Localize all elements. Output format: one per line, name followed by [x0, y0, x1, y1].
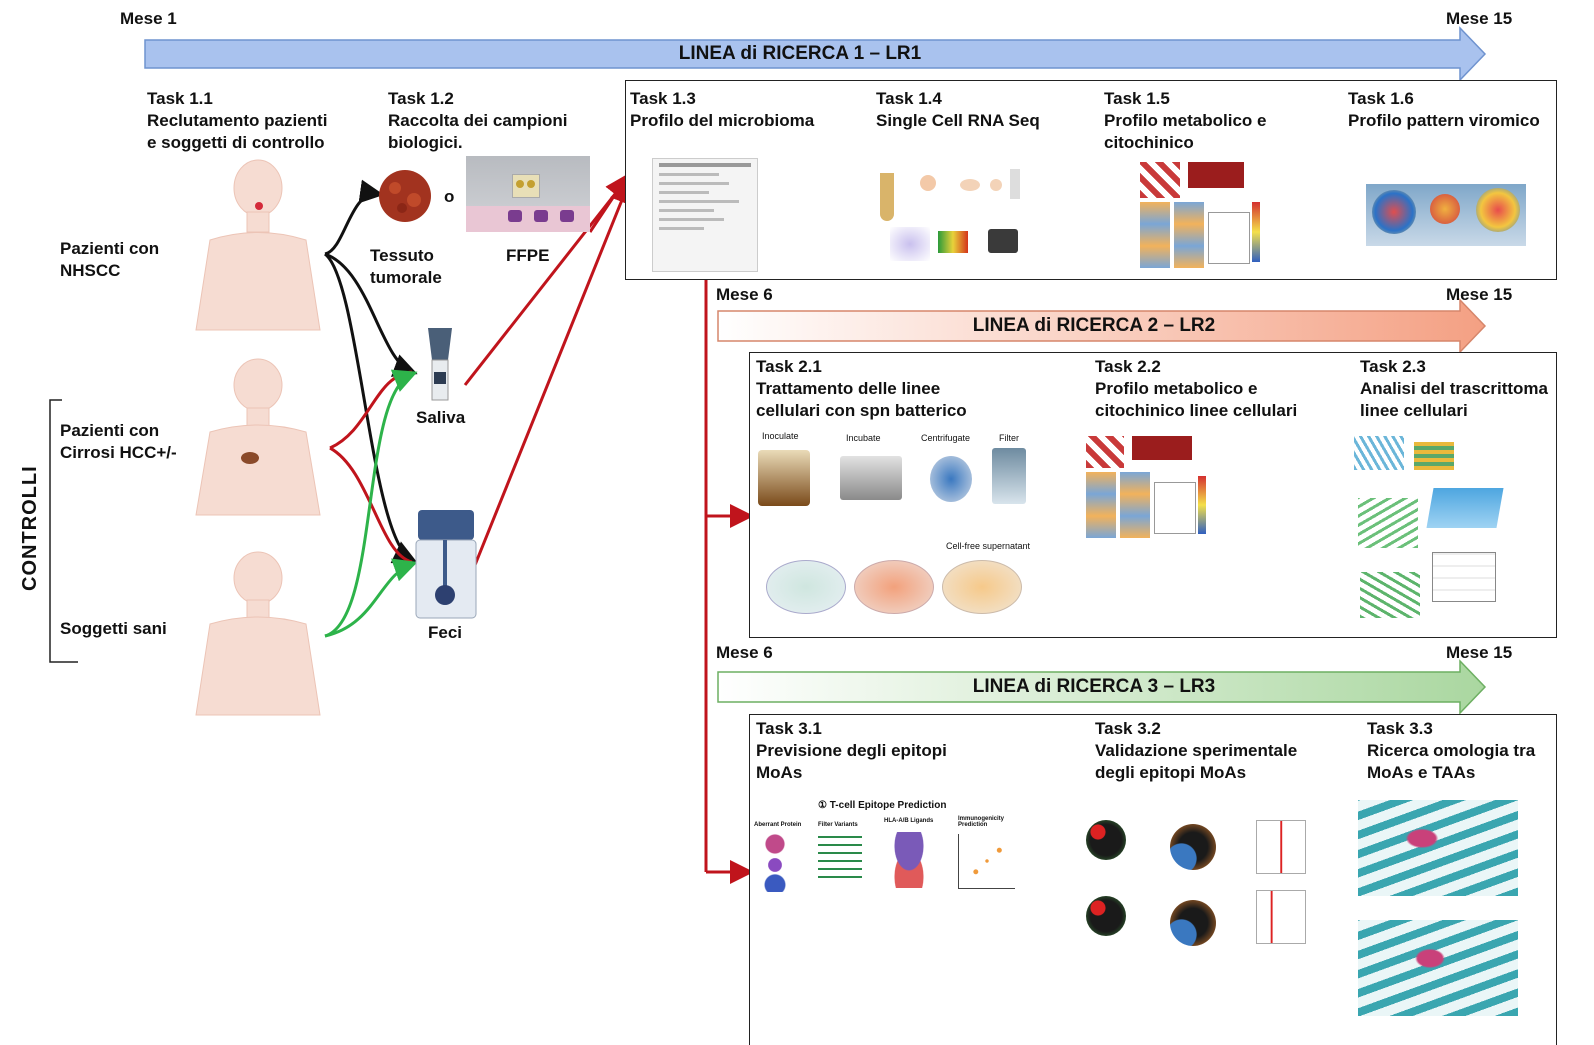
- lr2-start-label: Mese 6: [716, 285, 773, 304]
- petri-dish-2-image: [854, 560, 934, 614]
- lr2-end-label: Mese 15: [1446, 285, 1513, 304]
- lr2-metabolic-heatmap-image: [1086, 436, 1210, 540]
- step-filter-label: Filter: [999, 433, 1019, 443]
- immunogenicity-plot-image: [958, 834, 1015, 889]
- task-2-1-label: Task 2.1 Trattamento delle linee cellula…: [756, 357, 967, 420]
- task-3-3-label: Task 3.3 Ricerca omologia tra MoAs e TAA…: [1367, 719, 1536, 782]
- transcriptome-workflow-image: [1350, 432, 1504, 628]
- or-label: o: [444, 187, 455, 206]
- lr1-title: LINEA di RICERCA 1 – LR1: [678, 43, 922, 64]
- task-1-6-label: Task 1.6 Profilo pattern viromico: [1348, 89, 1540, 130]
- task-1-3-label: Task 1.3 Profilo del microbioma: [630, 89, 815, 130]
- lr3-title: LINEA di RICERCA 3 – LR3: [972, 676, 1216, 697]
- metabolic-heatmap-image: [1140, 162, 1262, 270]
- protein-variants-image: [760, 832, 790, 892]
- inoculate-flask-image: [758, 450, 810, 506]
- step-inoculate-label: Inoculate: [762, 431, 799, 441]
- step-centrifugate-label: Centrifugate: [921, 433, 971, 443]
- lr1-box: [625, 80, 1557, 280]
- lr2-title: LINEA di RICERCA 2 – LR2: [972, 315, 1216, 336]
- variants-list-image: [818, 832, 862, 878]
- lr3-start-label: Mese 6: [716, 643, 773, 662]
- lr3-end-label: Mese 15: [1446, 643, 1513, 662]
- lr1-timeline-arrow: [144, 26, 1487, 82]
- task-1-2-label: Task 1.2 Raccolta dei campioni biologici…: [388, 89, 568, 152]
- task-1-4-label: Task 1.4 Single Cell RNA Seq: [876, 89, 1040, 130]
- step-incubate-label: Incubate: [846, 433, 881, 443]
- centrifuge-image: [930, 456, 972, 502]
- controlli-label: CONTROLLI: [19, 465, 41, 591]
- ffpe-slides-image: [466, 156, 590, 232]
- feci-label: Feci: [428, 623, 463, 642]
- task-3-2-label: Task 3.2 Validazione sperimentale degli …: [1095, 719, 1298, 782]
- task-2-3-label: Task 2.3 Analisi del trascrittoma linee …: [1360, 357, 1549, 420]
- hla-ligands-label: HLA-A/B Ligands: [884, 818, 934, 824]
- hla-ligand-image: [884, 832, 934, 888]
- task-3-1-label: Task 3.1 Previsione degli epitopi MoAs: [756, 719, 947, 782]
- scrna-seq-workflow-image: [870, 165, 1040, 270]
- lr1-start-label: Mese 1: [120, 9, 177, 28]
- lr3-timeline-arrow: [717, 659, 1487, 715]
- saliva-label: Saliva: [416, 408, 466, 427]
- task-2-2-label: Task 2.2 Profilo metabolico e citochinic…: [1095, 357, 1298, 420]
- aberrant-protein-label: Aberrant Protein: [754, 822, 802, 828]
- microbiome-workflow-image: [652, 158, 758, 272]
- filter-image: [992, 448, 1026, 504]
- task-1-1-label: Task 1.1 Reclutamento pazienti e soggett…: [147, 89, 328, 152]
- group-cirrosi-label: Pazienti con Cirrosi HCC+/-: [60, 421, 177, 462]
- homology-structure-1-image: [1358, 800, 1518, 896]
- immunogenicity-label: Immunogenicity Prediction: [958, 816, 1005, 828]
- ffpe-label: FFPE: [506, 246, 550, 265]
- facs-plot-2-image: [1256, 890, 1306, 944]
- petri-dish-3-image: [942, 560, 1022, 614]
- epitope-complex-1-image: [1086, 820, 1126, 860]
- petri-dish-1-image: [766, 560, 846, 614]
- facs-plot-1-image: [1256, 820, 1306, 874]
- filter-variants-label: Filter Variants: [818, 822, 858, 828]
- tissue-label: Tessuto tumorale: [370, 246, 442, 287]
- group-nhscc-label: Pazienti con NHSCC: [60, 239, 160, 280]
- epitope-complex-3-image: [1086, 896, 1126, 936]
- step-supernatant-label: Cell-free supernatant: [946, 541, 1031, 551]
- epitope-complex-2-image: [1170, 824, 1216, 870]
- task-1-5-label: Task 1.5 Profilo metabolico e citochinic…: [1104, 89, 1267, 152]
- lr1-end-label: Mese 15: [1446, 9, 1513, 28]
- virome-image: [1366, 184, 1526, 246]
- homology-structure-2-image: [1358, 920, 1518, 1016]
- epitope-prediction-title: ① T-cell Epitope Prediction: [818, 800, 947, 811]
- lr2-timeline-arrow: [717, 298, 1487, 354]
- epitope-complex-4-image: [1170, 900, 1216, 946]
- group-healthy-label: Soggetti sani: [60, 619, 167, 638]
- controlli-bracket: [49, 399, 78, 663]
- incubator-image: [840, 456, 902, 500]
